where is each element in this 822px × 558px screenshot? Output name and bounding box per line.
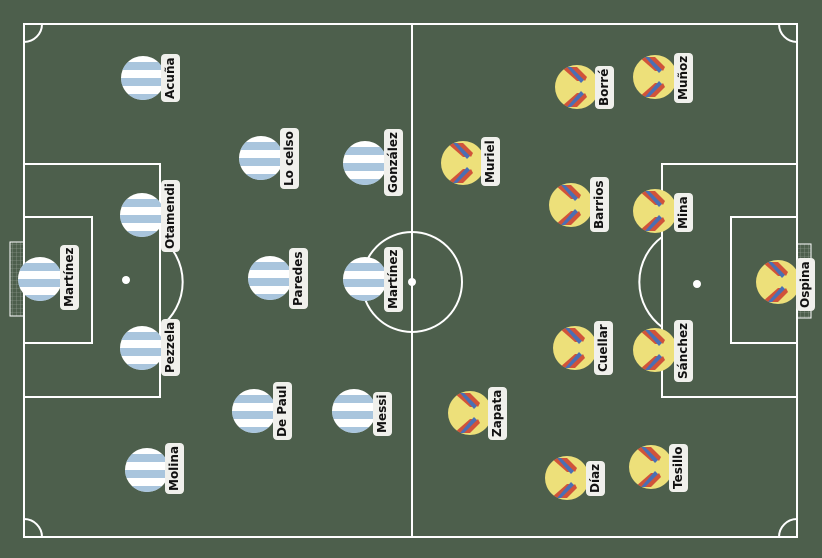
striped-jersey-icon[interactable] (232, 389, 276, 433)
player-name-label: Muñoz (674, 52, 693, 103)
player-name-label: Messi (373, 391, 392, 436)
player-name-label: Tesillo (669, 443, 688, 492)
player-name-label: Ospina (796, 258, 815, 311)
striped-jersey-icon[interactable] (120, 193, 164, 237)
left-penalty-spot (122, 276, 130, 284)
player-name-label: Sánchez (674, 319, 693, 382)
yellow-chevron-jersey-icon[interactable] (633, 189, 677, 233)
striped-jersey-icon[interactable] (18, 257, 62, 301)
striped-jersey-icon[interactable] (121, 56, 165, 100)
player-name-label: Martínez (60, 244, 79, 310)
player-name-label: Acuña (161, 54, 180, 102)
right-penalty-spot (693, 280, 701, 288)
player-name-label: Molina (165, 442, 184, 494)
yellow-chevron-jersey-icon[interactable] (756, 260, 800, 304)
player-name-label: Lo celso (280, 128, 299, 189)
striped-jersey-icon[interactable] (343, 257, 387, 301)
striped-jersey-icon[interactable] (248, 256, 292, 300)
player-name-label: Mina (674, 193, 693, 232)
player-name-label: Martínez (384, 246, 403, 312)
player-name-label: Otamendi (161, 180, 180, 252)
player-name-label: Pezzela (161, 318, 180, 376)
right-penalty-arc (638, 236, 663, 328)
striped-jersey-icon[interactable] (120, 326, 164, 370)
striped-jersey-icon[interactable] (343, 141, 387, 185)
corner-arc-top-right (778, 23, 798, 43)
player-name-label: Paredes (289, 248, 308, 309)
yellow-chevron-jersey-icon[interactable] (545, 456, 589, 500)
player-name-label: Muriel (481, 137, 500, 186)
player-name-label: De Paul (273, 382, 292, 440)
player-name-label: González (384, 129, 403, 196)
yellow-chevron-jersey-icon[interactable] (555, 65, 599, 109)
yellow-chevron-jersey-icon[interactable] (633, 55, 677, 99)
player-name-label: Borré (595, 65, 614, 109)
player-name-label: Barrios (590, 177, 609, 232)
yellow-chevron-jersey-icon[interactable] (629, 445, 673, 489)
corner-arc-bottom-right (778, 518, 798, 538)
corner-arc-bottom-left (23, 518, 43, 538)
center-spot (408, 278, 416, 286)
yellow-chevron-jersey-icon[interactable] (448, 391, 492, 435)
striped-jersey-icon[interactable] (332, 389, 376, 433)
yellow-chevron-jersey-icon[interactable] (441, 141, 485, 185)
corner-arc-top-left (23, 23, 43, 43)
player-name-label: Zapata (488, 386, 507, 440)
yellow-chevron-jersey-icon[interactable] (549, 183, 593, 227)
yellow-chevron-jersey-icon[interactable] (633, 328, 677, 372)
striped-jersey-icon[interactable] (239, 136, 283, 180)
player-name-label: Díaz (586, 460, 605, 496)
striped-jersey-icon[interactable] (125, 448, 169, 492)
player-name-label: Cuellar (594, 321, 613, 375)
yellow-chevron-jersey-icon[interactable] (553, 326, 597, 370)
